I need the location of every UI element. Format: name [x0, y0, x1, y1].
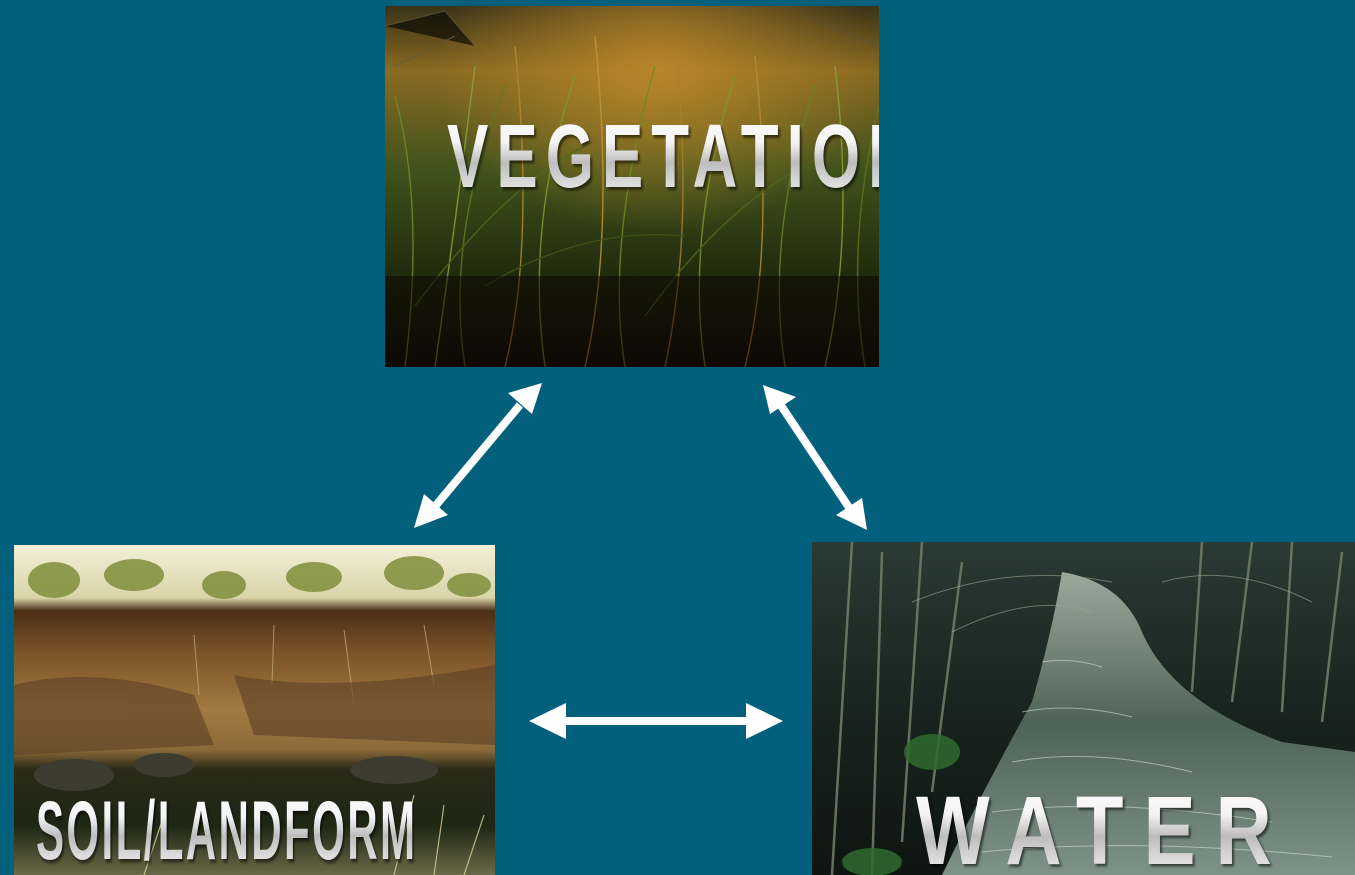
- soil-landform-label: SOIL/LANDFORM: [36, 783, 417, 875]
- soil-landform-panel: SOIL/LANDFORM: [14, 545, 495, 875]
- vegetation-panel: VEGETATION: [385, 6, 879, 367]
- water-panel: WATER: [812, 542, 1355, 875]
- vegetation-label: VEGETATION: [447, 106, 879, 209]
- arrow-vegetation-soil: [414, 383, 542, 528]
- arrow-vegetation-water: [763, 385, 867, 530]
- water-label: WATER: [916, 774, 1292, 875]
- arrow-soil-water: [529, 703, 783, 739]
